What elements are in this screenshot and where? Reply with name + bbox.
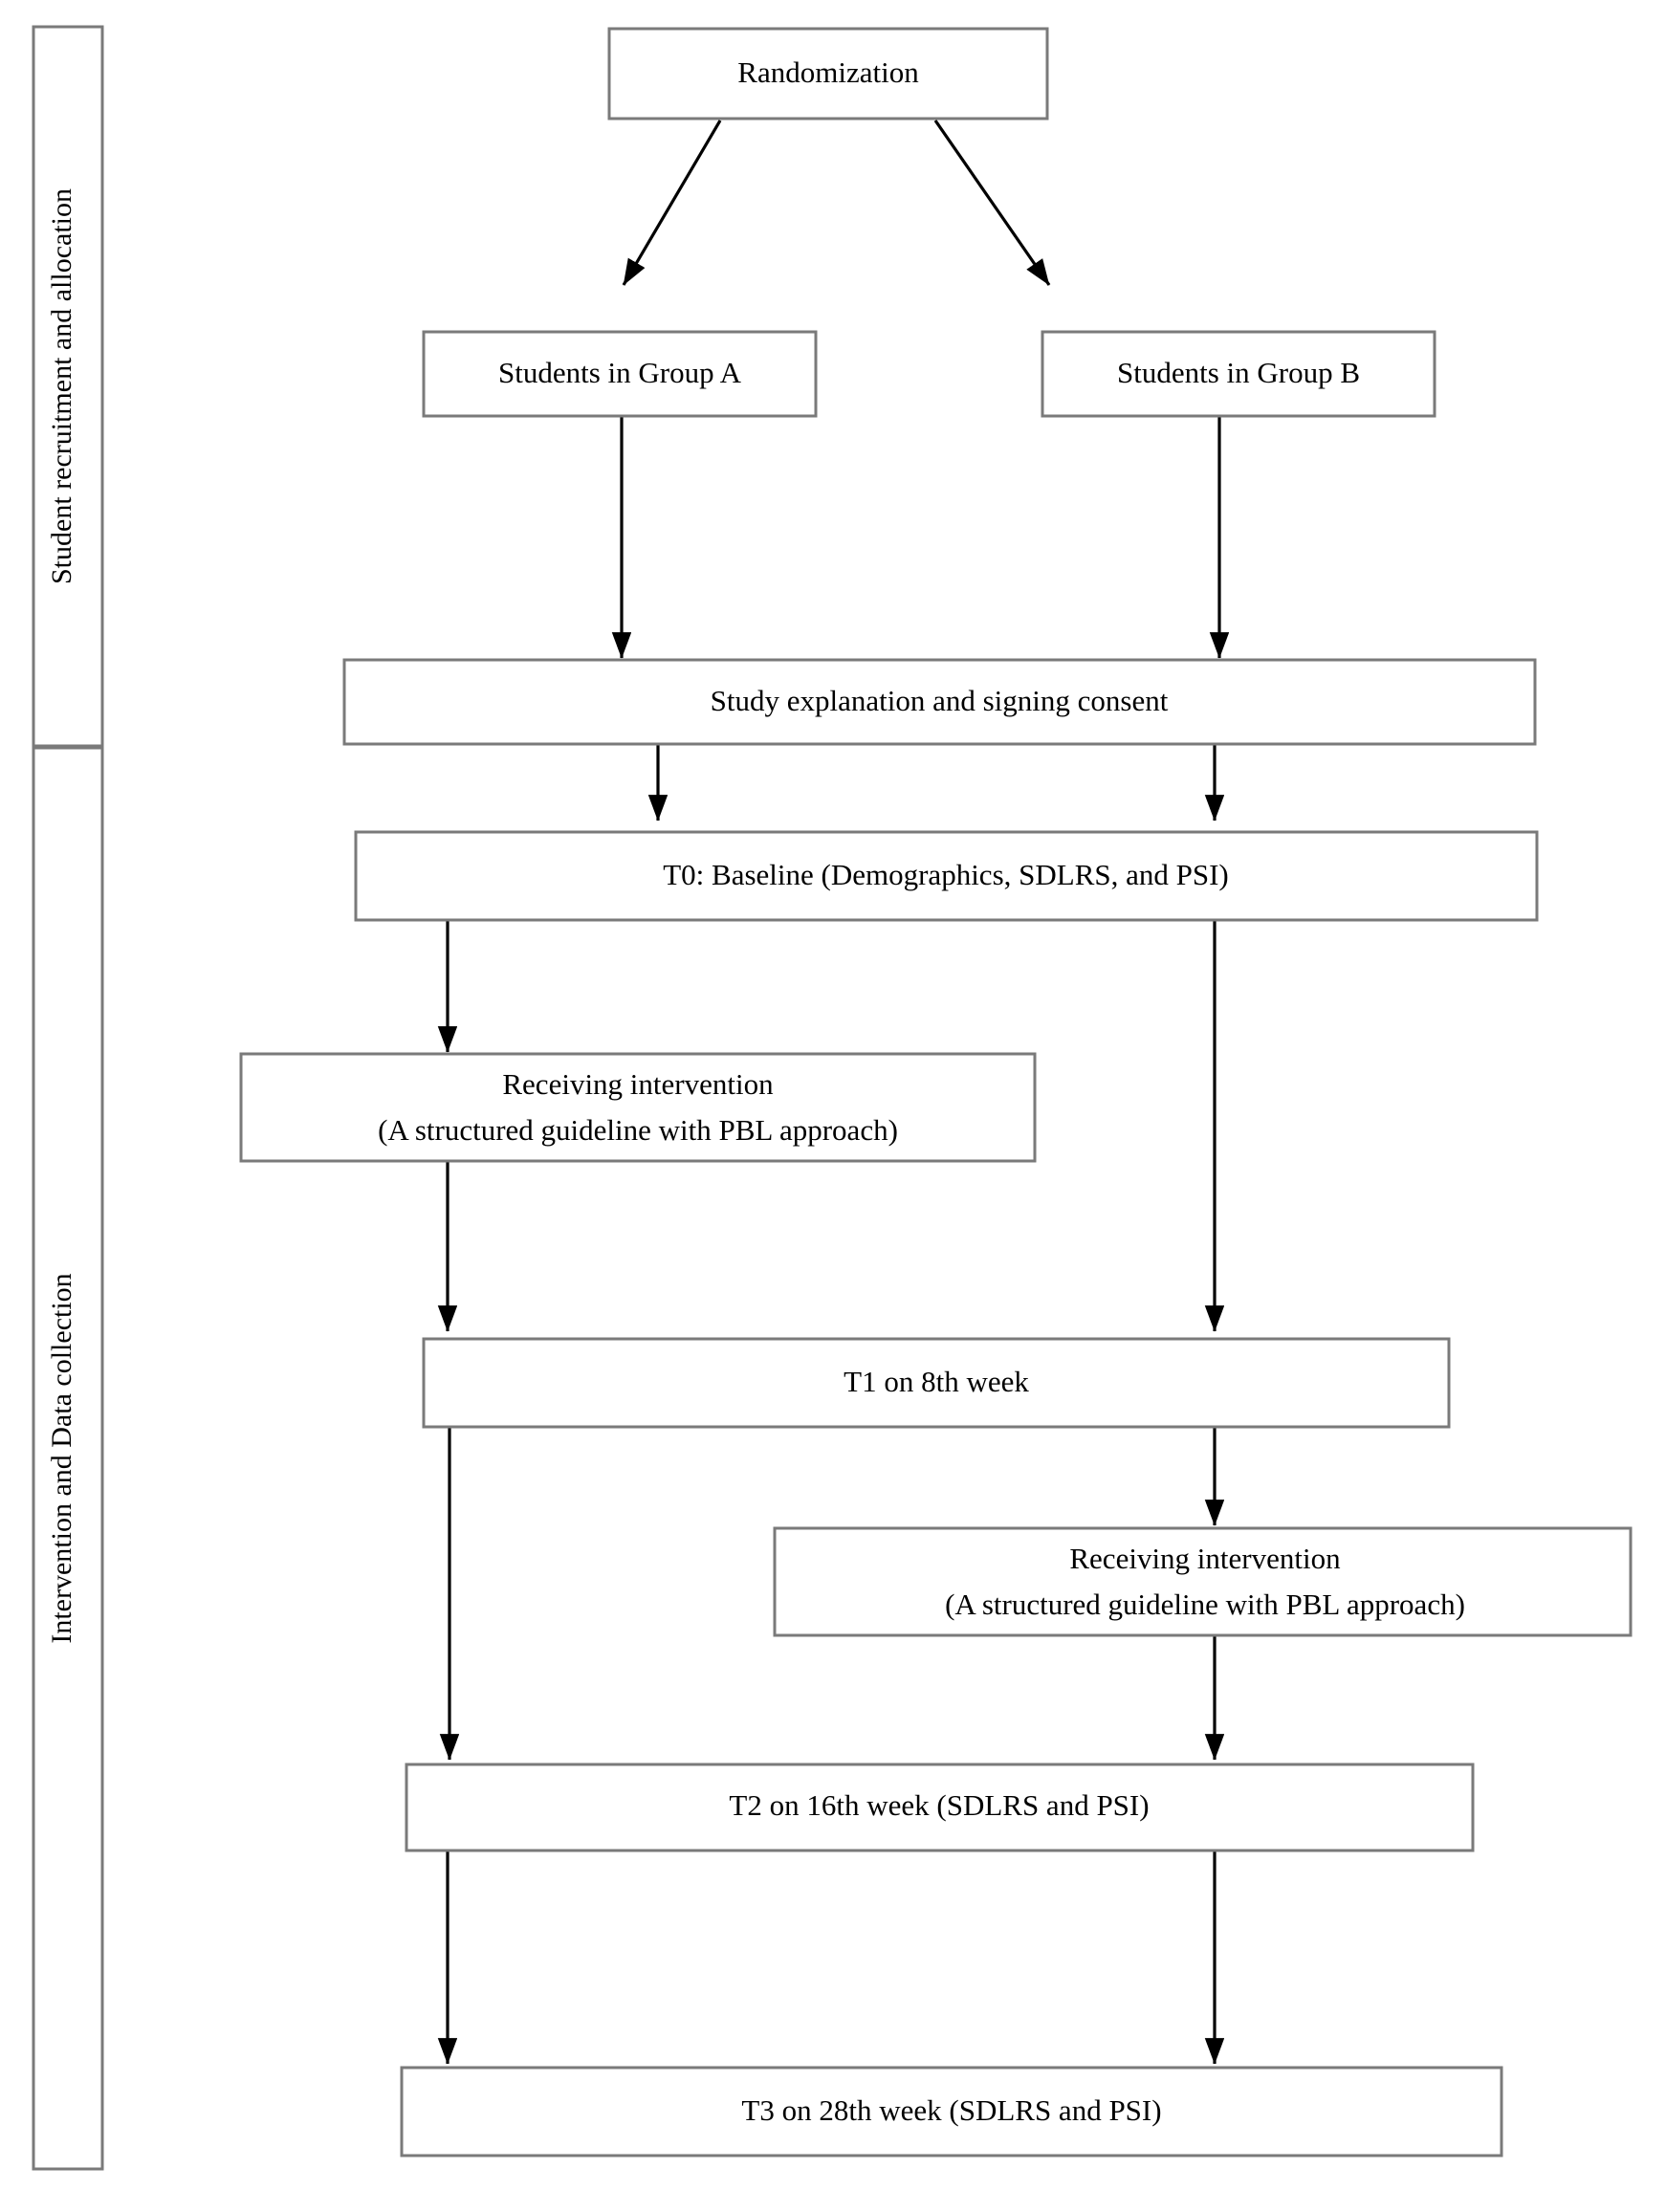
t2-week16-box[interactable] <box>405 1763 1475 1852</box>
t0-baseline-label: T0: Baseline (Demographics, SDLRS, and P… <box>663 858 1229 891</box>
lane-recruitment-label: Student recruitment and allocation <box>46 188 77 584</box>
node-intervention-a[interactable]: Receiving intervention (A structured gui… <box>239 1052 1037 1163</box>
lane-recruitment-bracket <box>32 25 104 748</box>
node-intervention-b[interactable]: Receiving intervention (A structured gui… <box>773 1526 1633 1637</box>
randomization-label: Randomization <box>737 55 919 89</box>
group-b-box[interactable] <box>1041 330 1436 418</box>
node-t1-week8[interactable]: T1 on 8th week <box>422 1337 1451 1429</box>
t3-week28-label: T3 on 28th week (SDLRS and PSI) <box>741 2093 1161 2127</box>
node-randomization[interactable]: Randomization <box>607 27 1049 120</box>
t1-week8-box[interactable] <box>422 1337 1451 1429</box>
intervention-b-label-line2: (A structured guideline with PBL approac… <box>945 1588 1465 1621</box>
lane-recruitment: Student recruitment and allocation <box>32 25 104 748</box>
node-group-a[interactable]: Students in Group A <box>422 330 818 418</box>
intervention-b-box[interactable] <box>773 1526 1633 1637</box>
node-t3-week28[interactable]: T3 on 28th week (SDLRS and PSI) <box>400 2066 1503 2157</box>
edge-randomization-to-group-b <box>933 120 1051 286</box>
node-consent[interactable]: Study explanation and signing consent <box>342 658 1537 746</box>
consent-label: Study explanation and signing consent <box>711 684 1169 717</box>
node-t2-week16[interactable]: T2 on 16th week (SDLRS and PSI) <box>405 1763 1475 1852</box>
edge-randomization-to-group-a <box>622 120 722 286</box>
intervention-b-label-line1: Receiving intervention <box>1069 1542 1341 1575</box>
randomization-box[interactable] <box>607 27 1049 120</box>
intervention-a-label-line1: Receiving intervention <box>502 1067 774 1101</box>
group-a-label: Students in Group A <box>498 356 742 389</box>
lane-intervention: Intervention and Data collection <box>32 746 104 2171</box>
t1-week8-label: T1 on 8th week <box>844 1365 1029 1398</box>
consent-box[interactable] <box>342 658 1537 746</box>
lane-intervention-bracket <box>32 746 104 2171</box>
intervention-a-box[interactable] <box>239 1052 1037 1163</box>
node-t0-baseline[interactable]: T0: Baseline (Demographics, SDLRS, and P… <box>354 830 1539 922</box>
lane-intervention-label: Intervention and Data collection <box>46 1273 77 1643</box>
t0-baseline-box[interactable] <box>354 830 1539 922</box>
node-group-b[interactable]: Students in Group B <box>1041 330 1436 418</box>
t2-week16-label: T2 on 16th week (SDLRS and PSI) <box>729 1788 1149 1822</box>
t3-week28-box[interactable] <box>400 2066 1503 2157</box>
intervention-a-label-line2: (A structured guideline with PBL approac… <box>378 1113 898 1147</box>
group-b-label: Students in Group B <box>1117 356 1360 389</box>
group-a-box[interactable] <box>422 330 818 418</box>
